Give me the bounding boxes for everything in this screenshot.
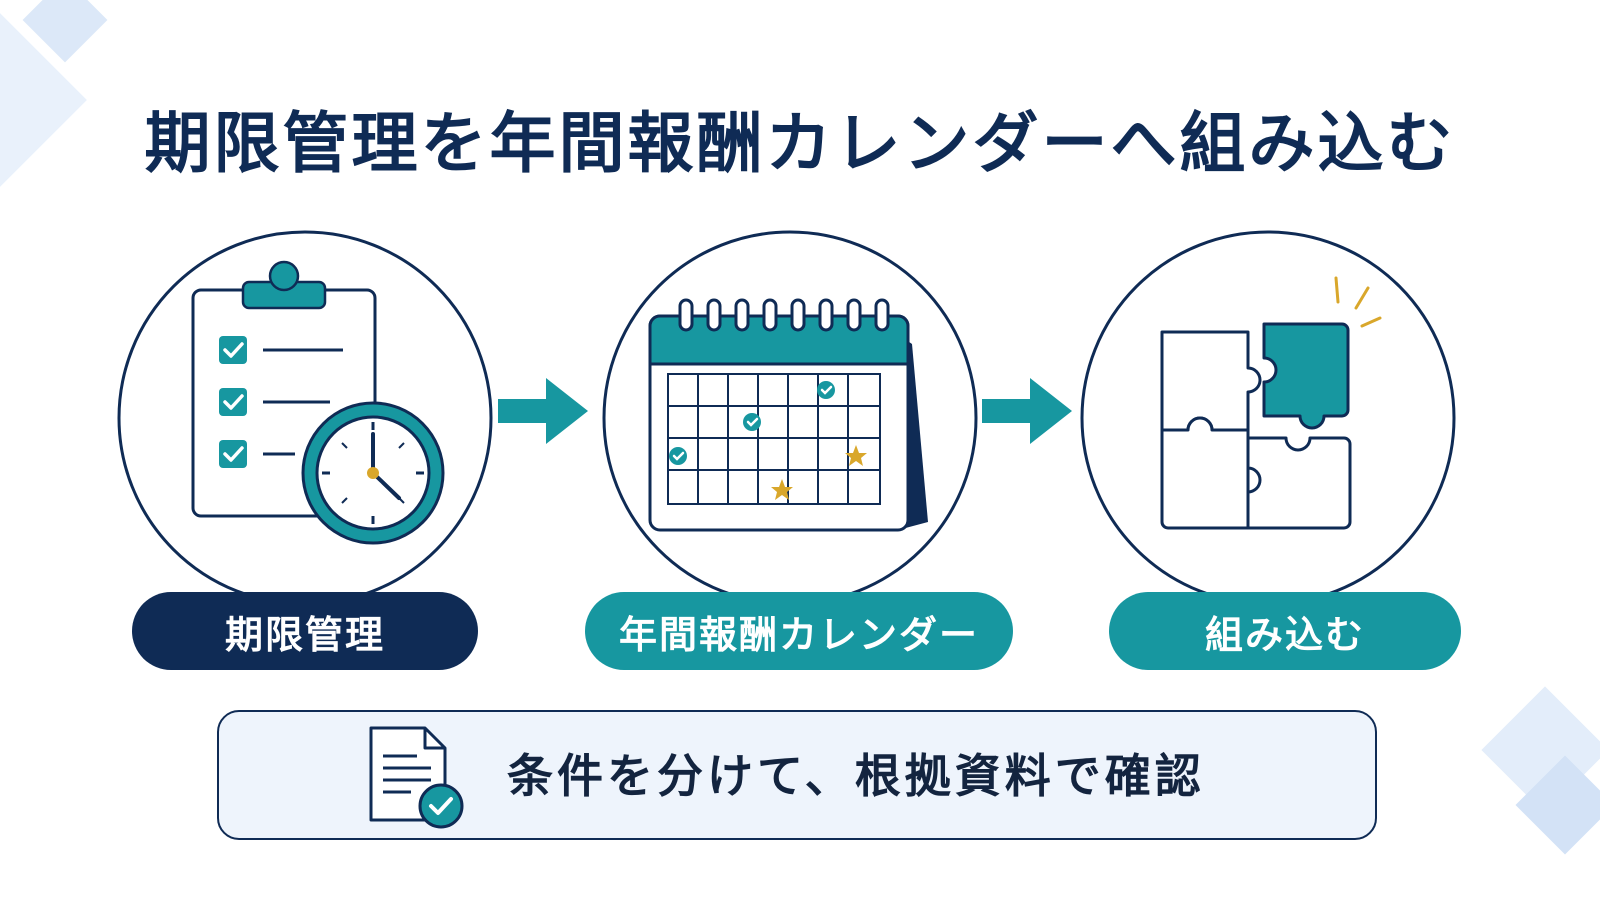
calendar-icon	[648, 298, 928, 532]
sparkle-icon	[1334, 276, 1382, 328]
page-title: 期限管理を年間報酬カレンダーへ組み込む	[144, 105, 1456, 182]
step-1-illustration	[117, 230, 493, 606]
arrow-right-icon	[982, 378, 1072, 444]
arrow-right-icon	[498, 378, 588, 444]
step-3-illustration	[1080, 230, 1456, 606]
step-2-illustration	[602, 230, 978, 606]
note-text: 条件を分けて、根拠資料で確認	[507, 749, 1205, 803]
clock-icon	[301, 401, 445, 545]
document-check-icon	[369, 726, 464, 829]
step-3-label: 組み込む	[1109, 592, 1461, 670]
puzzle-icon	[1160, 322, 1352, 530]
step-2-label: 年間報酬カレンダー	[585, 592, 1013, 670]
note-box: 条件を分けて、根拠資料で確認	[217, 710, 1377, 840]
star-icon	[771, 479, 793, 500]
step-1-label: 期限管理	[132, 592, 478, 670]
star-icon	[845, 445, 867, 466]
